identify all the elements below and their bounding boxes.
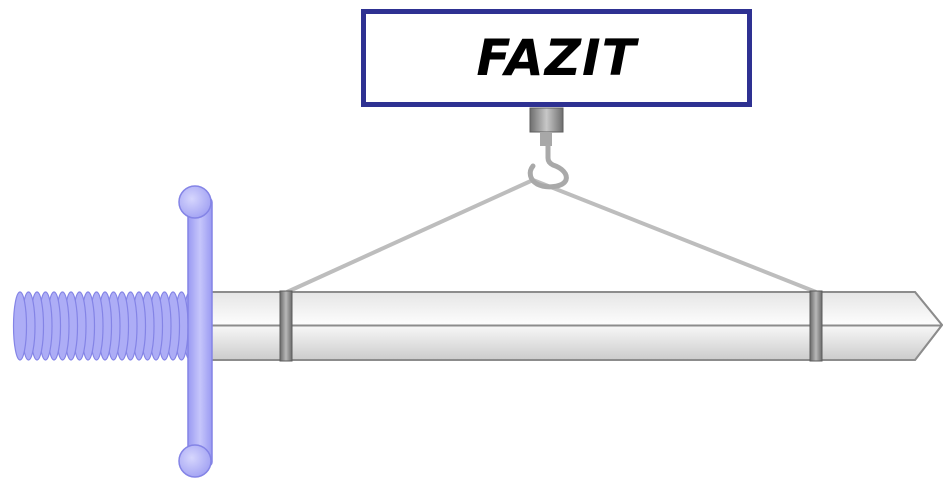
- lifting-band-left: [279, 290, 293, 362]
- sword-blade: [204, 291, 943, 361]
- sword-crossguard: [178, 185, 213, 478]
- crane-hook-icon: [527, 107, 569, 190]
- lifting-band-right: [809, 290, 823, 362]
- rope-right: [532, 178, 817, 294]
- lifting-ropes: [286, 178, 817, 294]
- rope-left: [286, 178, 534, 294]
- title-label: FAZIT: [476, 29, 637, 87]
- grip-coil: [12, 291, 28, 361]
- guard-knob-top: [178, 185, 212, 219]
- sword-grip: [12, 291, 198, 361]
- title-frame: FAZIT: [361, 9, 752, 107]
- guard-knob-bottom: [178, 444, 212, 478]
